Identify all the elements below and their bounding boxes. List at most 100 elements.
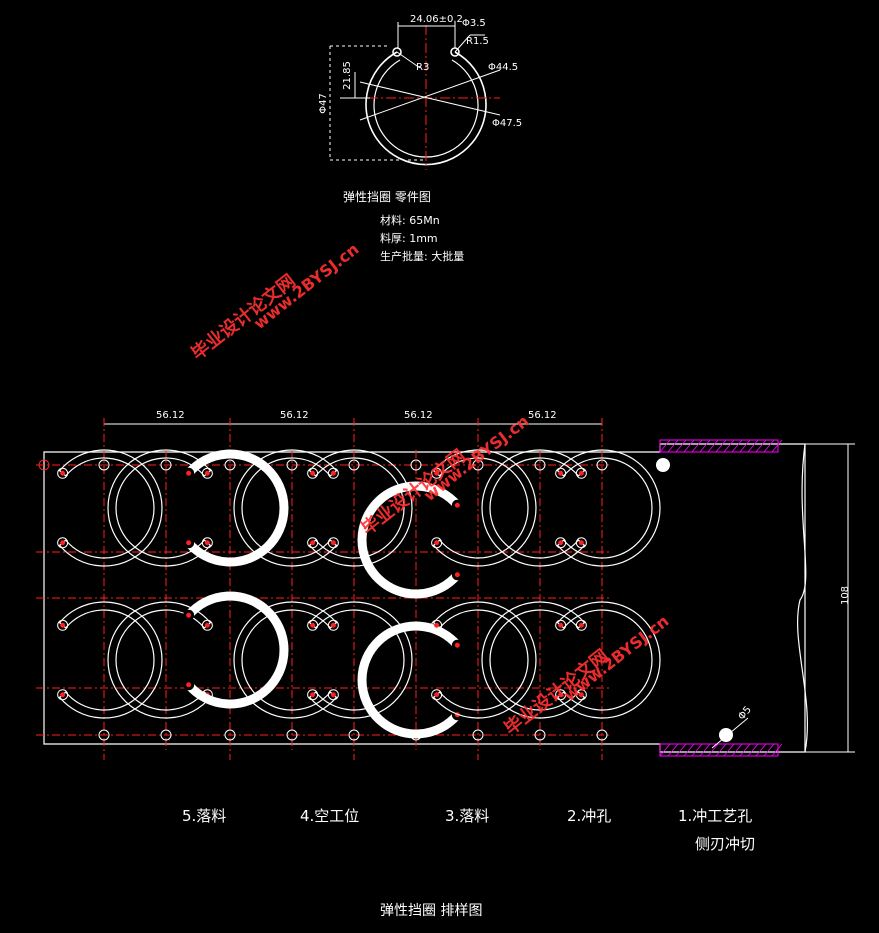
ring-top-5-hole-center <box>310 470 316 476</box>
hatch-line <box>747 439 759 453</box>
hatch-line <box>771 439 783 453</box>
ring-bot-2 <box>107 601 212 719</box>
ring-top-2-hole-center <box>204 470 210 476</box>
pilot-hole-top <box>472 459 484 471</box>
ring-bot-5 <box>308 601 413 719</box>
layout-title: 弹性挡圈 排样图 <box>380 903 483 919</box>
pilot-hole-top <box>410 459 422 471</box>
ring-top-1-hole-center <box>60 540 66 546</box>
ring-bot-3-blanked-hole-center <box>186 682 192 688</box>
ring-top-2-hole <box>201 537 213 549</box>
hatch-line <box>731 743 743 757</box>
hatch-line <box>667 439 679 453</box>
pilot-hole-top <box>534 459 546 471</box>
hatch-line <box>659 439 671 453</box>
ring-bot-5-hole <box>307 619 319 631</box>
pilot-hole-top <box>596 459 608 471</box>
hatch-line <box>675 743 687 757</box>
hatch-line <box>731 439 743 453</box>
hatch-line <box>683 439 695 453</box>
station-3-label: 3.落料 <box>445 807 490 825</box>
pilot-hole-bottom <box>472 729 484 741</box>
pitch-2: 56.12 <box>280 410 309 421</box>
ring-top-8-hole-center <box>578 540 584 546</box>
ring-bot-8-hole-center <box>578 692 584 698</box>
ring-bot-5-hole-center <box>310 692 316 698</box>
dim-dia-inner: Φ44.5 <box>488 62 519 73</box>
pilot-hole-bottom <box>596 729 608 741</box>
ring-bot-9 <box>556 601 661 719</box>
ring-top-3-blanked-hole-center <box>186 540 192 546</box>
hatch-line <box>699 439 711 453</box>
part-title: 弹性挡圈 零件图 <box>343 190 431 204</box>
hatch-line <box>675 439 687 453</box>
ring-top-8-hole-center <box>578 470 584 476</box>
ring-bot-7-hole <box>431 619 443 631</box>
pitch-3: 56.12 <box>404 410 433 421</box>
ring-top-5 <box>308 449 413 567</box>
ring-top-3-blanked <box>184 449 289 567</box>
pilot-hole-bottom <box>224 729 236 741</box>
strip-width-dim: 108 <box>840 585 852 606</box>
station-4-label: 4.空工位 <box>300 807 360 825</box>
ring-bot-9-hole-center <box>558 622 564 628</box>
ring-bot-9-hole-center <box>558 692 564 698</box>
ring-top-6-blanked-hole-center <box>454 572 460 578</box>
dim-left-big: Φ47 <box>317 93 329 114</box>
dim-r-inner: R3 <box>416 62 430 73</box>
part-drawing <box>329 22 501 170</box>
part-batch: 生产批量: 大批量 <box>380 250 465 263</box>
start-mark <box>38 459 50 471</box>
ring-bot-7-hole <box>431 689 443 701</box>
ring-top-8-hole <box>575 467 587 479</box>
ring-bot-8 <box>481 601 586 719</box>
hatch-line <box>683 743 695 757</box>
ring-bot-3-blanked-hole-center <box>186 612 192 618</box>
ring-top-1-hole-center <box>60 470 66 476</box>
ring-bot-4-hole-center <box>330 692 336 698</box>
hatch-line <box>723 439 735 453</box>
side-hole-leader <box>711 717 749 749</box>
hatch-line <box>715 743 727 757</box>
ring-top-4-hole-center <box>330 470 336 476</box>
hatch-line <box>691 743 703 757</box>
ring-bot-4-hole <box>327 619 339 631</box>
hatch-line <box>659 743 671 757</box>
hatch-line <box>707 439 719 453</box>
pilot-hole-top <box>348 459 360 471</box>
hatch-line <box>707 743 719 757</box>
ring-top-4-hole <box>327 467 339 479</box>
process-hole-top <box>656 458 670 472</box>
hatch-line <box>771 743 783 757</box>
side-cutter-block <box>659 743 779 757</box>
pitch-4: 56.12 <box>528 410 557 421</box>
ring-bot-6-blanked-hole-center <box>454 642 460 648</box>
ring-top-5-hole <box>307 467 319 479</box>
ring-bot-1-hole <box>57 619 69 631</box>
ring-bot-8-hole-center <box>578 622 584 628</box>
ring-top-2 <box>107 449 212 567</box>
hatch-line <box>755 743 767 757</box>
hatch-line <box>723 743 735 757</box>
side-cutter-block <box>659 439 779 453</box>
ring-bot-9-hole <box>555 689 567 701</box>
ring-top-4-hole-center <box>330 540 336 546</box>
ring-top-8-hole <box>575 537 587 549</box>
ring-top-7-hole <box>431 467 443 479</box>
strip-layout <box>36 418 855 760</box>
station-2-label: 2.冲孔 <box>567 807 612 825</box>
ring-top-5-hole-center <box>310 540 316 546</box>
station-1-sub: 侧刃冲切 <box>695 835 756 853</box>
hatch-line <box>739 439 751 453</box>
ring-top-6-blanked-hole-center <box>454 502 460 508</box>
dim-top-width: 24.06±0.2 <box>410 14 463 25</box>
ring-bot-1-hole <box>57 689 69 701</box>
ring-top-4-hole <box>327 537 339 549</box>
strip-break-line <box>797 443 808 753</box>
pilot-hole-bottom <box>348 729 360 741</box>
ring-bot-8-hole <box>575 619 587 631</box>
ring-bot-4-hole <box>327 689 339 701</box>
hatch-line <box>747 743 759 757</box>
